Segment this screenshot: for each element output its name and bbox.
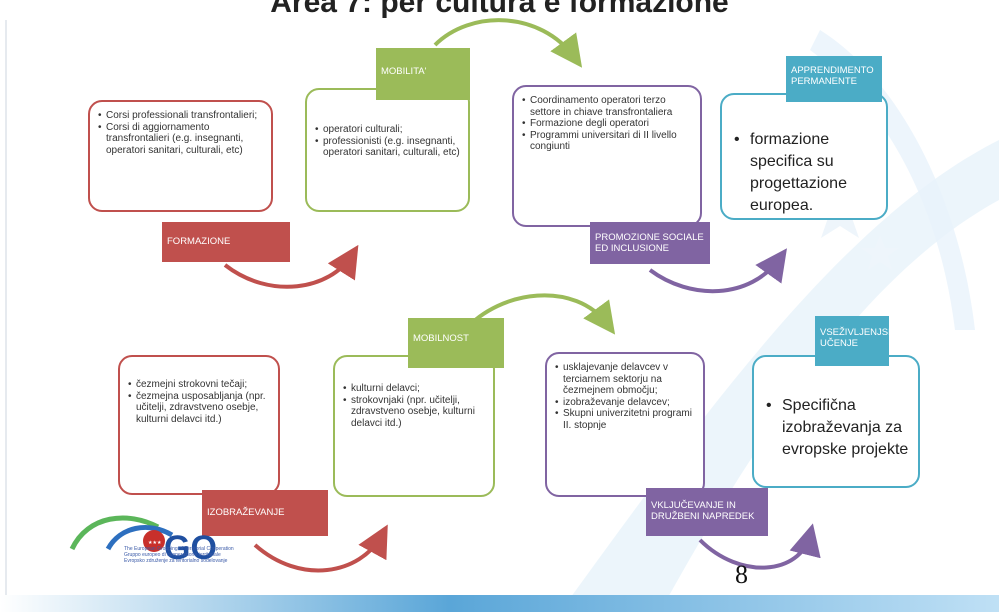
formazione-list: Corsi professionali transfrontalieri; Co… — [98, 110, 265, 156]
list-item: Formazione degli operatori — [522, 118, 694, 130]
list-item: čezmejna usposabljanja (npr. učitelji, z… — [128, 391, 272, 426]
list-item: izobraževanje delavcev; — [555, 397, 697, 409]
logo-caption-line: Evropsko združenje za teritorialno sodel… — [124, 558, 228, 564]
logo-caption: The European Grouping of Territorial Coo… — [124, 546, 234, 564]
go-logo: ★★★ GO — [69, 515, 217, 567]
formazione-box: Corsi professionali transfrontalieri; Co… — [88, 100, 273, 212]
promozione-list: Coordinamento operatori terzo settore in… — [522, 95, 694, 153]
list-item: Corsi di aggiornamento transfrontalieri … — [98, 122, 265, 157]
vsezivljenjsko-box: Specifična izobraževanja za evropske pro… — [752, 355, 920, 488]
vsezivljenjsko-label: VSEŽIVLJENJSKO UČENJE — [815, 316, 889, 366]
mobilita-label: MOBILITA' — [376, 48, 470, 100]
slide-title: Area 7: per cultura e formazione — [270, 0, 729, 19]
izobrazevanje-box: čezmejni strokovni tečaji; čezmejna uspo… — [118, 355, 280, 495]
izobrazevanje-label: IZOBRAŽEVANJE — [202, 490, 328, 536]
list-item: strokovnjaki (npr. učitelji, zdravstveno… — [343, 395, 487, 430]
apprendimento-list: formazione specifica su progettazione eu… — [734, 129, 878, 217]
list-item: formazione specifica su progettazione eu… — [734, 129, 878, 217]
promozione-label: PROMOZIONE SOCIALE ED INCLUSIONE — [590, 222, 710, 264]
list-item: Specifična izobraževanja za evropske pro… — [766, 395, 910, 461]
vkljucevanje-box: usklajevanje delavcev v terciarnem sekto… — [545, 352, 705, 497]
list-item: usklajevanje delavcev v terciarnem sekto… — [555, 362, 697, 397]
list-item: kulturni delavci; — [343, 383, 487, 395]
list-item: professionisti (e.g. insegnanti, operato… — [315, 136, 462, 159]
list-item: čezmejni strokovni tečaji; — [128, 379, 272, 391]
svg-text:★★★: ★★★ — [148, 540, 162, 546]
mobilita-list: operatori culturali; professionisti (e.g… — [315, 124, 462, 159]
izobrazevanje-list: čezmejni strokovni tečaji; čezmejna uspo… — [128, 379, 272, 425]
svg-text:GO: GO — [164, 529, 217, 567]
list-item: Programmi universitari di II livello con… — [522, 130, 694, 153]
vsezivljenjsko-list: Specifična izobraževanja za evropske pro… — [766, 395, 910, 461]
list-item: Skupni univerzitetni programi II. stopnj… — [555, 408, 697, 431]
list-item: Corsi professionali transfrontalieri; — [98, 110, 265, 122]
list-item: Coordinamento operatori terzo settore in… — [522, 95, 694, 118]
vkljucevanje-list: usklajevanje delavcev v terciarnem sekto… — [555, 362, 697, 431]
mobilnost-list: kulturni delavci; strokovnjaki (npr. uči… — [343, 383, 487, 429]
mobilita-box: operatori culturali; professionisti (e.g… — [305, 88, 470, 212]
mobilnost-box: kulturni delavci; strokovnjaki (npr. uči… — [333, 355, 495, 497]
logo-caption-line: Gruppo europeo di cooperazione territori… — [124, 552, 221, 558]
list-item: operatori culturali; — [315, 124, 462, 136]
promozione-box: Coordinamento operatori terzo settore in… — [512, 85, 702, 227]
page-number: 8 — [735, 560, 748, 589]
formazione-label: FORMAZIONE — [162, 222, 290, 262]
vkljucevanje-label: VKLJUČEVANJE IN DRUŽBENI NAPREDEK — [646, 488, 768, 536]
apprendimento-label: APPRENDIMENTO PERMANENTE — [786, 56, 882, 102]
apprendimento-box: formazione specifica su progettazione eu… — [720, 93, 888, 220]
logo-caption-line: The European Grouping of Territorial Coo… — [124, 546, 234, 552]
mobilnost-label: MOBILNOST — [408, 318, 504, 368]
